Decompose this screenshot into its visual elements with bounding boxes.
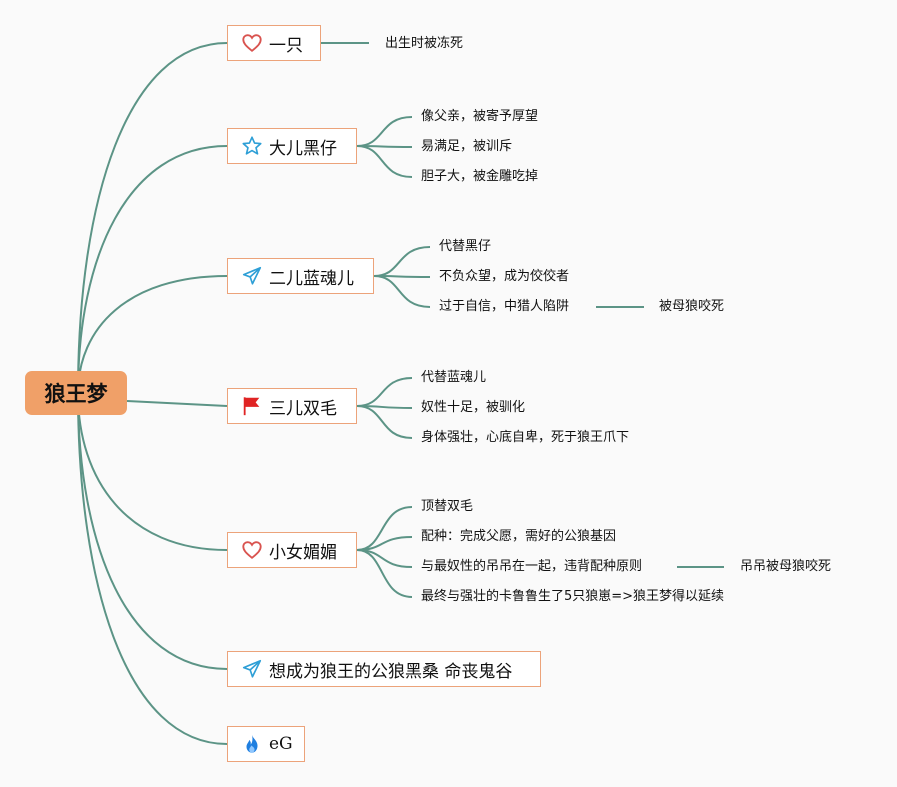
branch-leaf-link: [356, 145, 413, 178]
root-branch-link: [126, 400, 228, 407]
branch-leaf-link: [356, 549, 413, 598]
branch-node-2[interactable]: 大儿黑仔: [227, 128, 357, 164]
heart-icon: [241, 539, 263, 561]
leaf-item[interactable]: 身体强壮，心底自卑，死于狼王爪下: [421, 430, 630, 445]
root-node[interactable]: 狼王梦: [25, 371, 127, 415]
branch-leaf-link: [373, 275, 431, 308]
branch-leaf-link: [356, 377, 413, 407]
leaf-item[interactable]: 胆子大，被金雕吃掉: [421, 169, 539, 184]
branch-node-4[interactable]: 三儿双毛: [227, 388, 357, 424]
leaf-item[interactable]: 出生时被冻死: [385, 36, 464, 51]
leaf-item[interactable]: 最终与强壮的卡鲁鲁生了5只狼崽=>狼王梦得以延续: [421, 589, 725, 604]
branch-label: eG: [269, 734, 293, 754]
star-icon: [241, 135, 263, 157]
branch-label: 小女媚媚: [269, 542, 337, 563]
branch-node-3[interactable]: 二儿蓝魂儿: [227, 258, 374, 294]
leaf-item[interactable]: 易满足，被训斥: [421, 139, 513, 154]
paper-plane-icon: [241, 658, 263, 680]
root-branch-link: [77, 145, 228, 394]
leaf-item[interactable]: 顶替双毛: [421, 499, 474, 514]
root-branch-link: [77, 275, 228, 394]
leaf-item[interactable]: 代替黑仔: [439, 239, 492, 254]
leaf-item[interactable]: 不负众望，成为佼佼者: [439, 269, 570, 284]
leaf-item[interactable]: 过于自信，中猎人陷阱: [439, 299, 570, 314]
leaf-item[interactable]: 被母狼咬死: [659, 299, 725, 314]
branch-node-6[interactable]: 想成为狼王的公狼黑桑 命丧鬼谷: [227, 651, 541, 687]
branch-label: 想成为狼王的公狼黑桑 命丧鬼谷: [269, 661, 513, 682]
branch-leaf-link: [356, 116, 413, 147]
branch-leaf-link: [356, 405, 413, 439]
leaf-item[interactable]: 奴性十足，被驯化: [421, 400, 526, 415]
paper-plane-icon: [241, 265, 263, 287]
heart-icon: [241, 32, 263, 54]
root-branch-link: [77, 392, 228, 745]
branch-label: 二儿蓝魂儿: [269, 268, 354, 289]
leaf-item[interactable]: 吊吊被母狼咬死: [740, 559, 832, 574]
root-branch-link: [77, 392, 228, 670]
flag-icon: [241, 395, 263, 417]
leaf-item[interactable]: 代替蓝魂儿: [421, 370, 487, 385]
leaf-item[interactable]: 与最奴性的吊吊在一起，违背配种原则: [421, 559, 643, 574]
branch-label: 一只: [269, 35, 303, 56]
branch-leaf-link: [373, 246, 431, 277]
branch-leaf-link: [356, 506, 413, 551]
root-branch-link: [77, 392, 228, 551]
leaf-item[interactable]: 像父亲，被寄予厚望: [421, 109, 539, 124]
root-branch-link: [77, 42, 228, 394]
branch-label: 大儿黑仔: [269, 138, 337, 159]
branch-node-7[interactable]: eG: [227, 726, 305, 762]
branch-node-1[interactable]: 一只: [227, 25, 321, 61]
flame-icon: [241, 733, 263, 755]
root-label: 狼王梦: [44, 382, 108, 406]
leaf-item[interactable]: 配种：完成父愿，需好的公狼基因: [421, 529, 617, 544]
branch-node-5[interactable]: 小女媚媚: [227, 532, 357, 568]
branch-label: 三儿双毛: [269, 398, 337, 419]
